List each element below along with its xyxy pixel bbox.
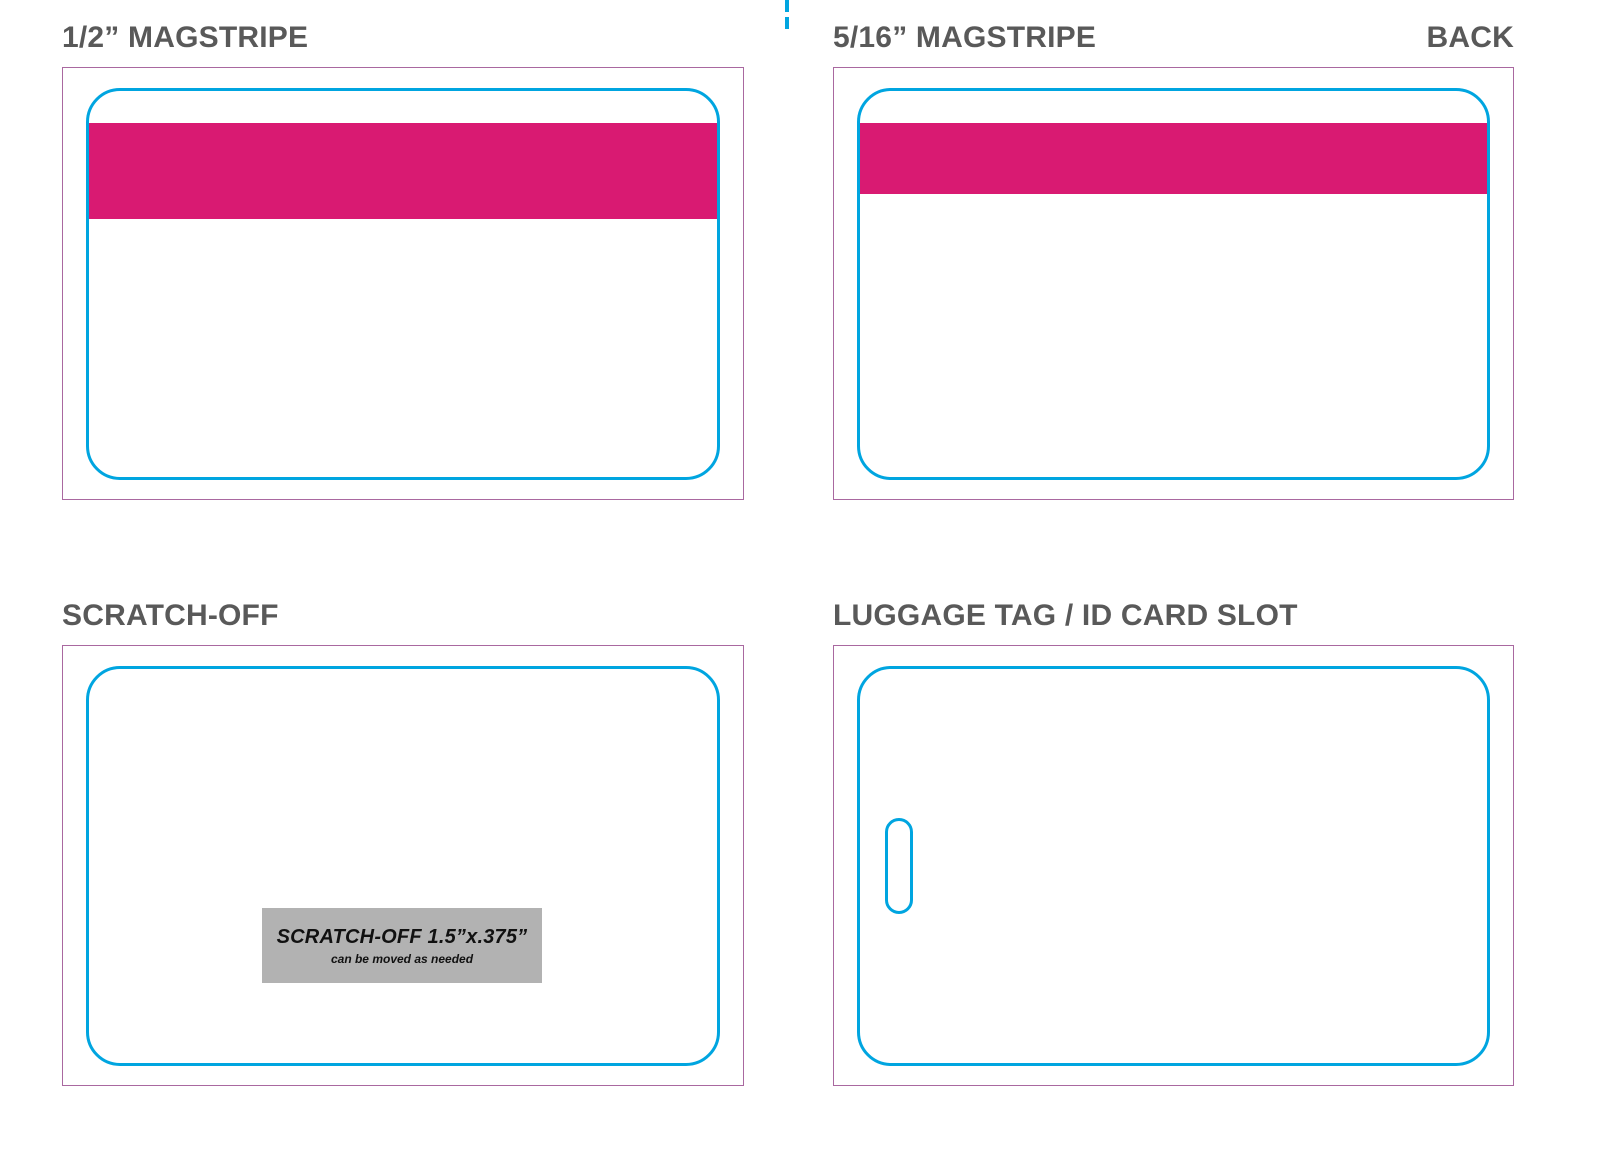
id-card-slot xyxy=(885,818,913,914)
panel-scratch-off: SCRATCH-OFF SCRATCH-OFF 1.5”x.375” can b… xyxy=(62,596,744,1086)
card-outline xyxy=(86,88,720,480)
magnetic-stripe xyxy=(89,123,717,219)
panel-title: SCRATCH-OFF xyxy=(62,596,744,636)
panel-title-text: 1/2” MAGSTRIPE xyxy=(62,21,309,54)
bleed-area-rect xyxy=(62,645,744,1086)
scratch-off-dimension-label: SCRATCH-OFF 1.5”x.375” xyxy=(276,925,528,948)
panel-title-right-text: BACK xyxy=(1426,21,1514,54)
card-outline xyxy=(857,88,1490,480)
panel-title: LUGGAGE TAG / ID CARD SLOT xyxy=(833,596,1514,636)
panel-title: 1/2” MAGSTRIPE xyxy=(62,18,744,58)
card-outline xyxy=(86,666,720,1066)
bleed-area-rect xyxy=(833,645,1514,1086)
panel-title-text: 5/16” MAGSTRIPE xyxy=(833,21,1097,54)
dashed-registration-tick-icon xyxy=(785,0,789,30)
scratch-off-note-label: can be moved as needed xyxy=(330,951,474,966)
scratch-off-patch: SCRATCH-OFF 1.5”x.375” can be moved as n… xyxy=(262,908,542,983)
magnetic-stripe xyxy=(860,123,1487,194)
panel-title-text: LUGGAGE TAG / ID CARD SLOT xyxy=(833,599,1298,632)
panel-title-text: SCRATCH-OFF xyxy=(62,599,279,632)
panel-title: 5/16” MAGSTRIPE BACK xyxy=(833,18,1514,58)
card-outline xyxy=(857,666,1490,1066)
panel-five-sixteenths-magstripe: 5/16” MAGSTRIPE BACK xyxy=(833,18,1514,500)
panel-half-inch-magstripe: 1/2” MAGSTRIPE xyxy=(62,18,744,500)
panel-luggage-tag-id-card-slot: LUGGAGE TAG / ID CARD SLOT xyxy=(833,596,1514,1086)
